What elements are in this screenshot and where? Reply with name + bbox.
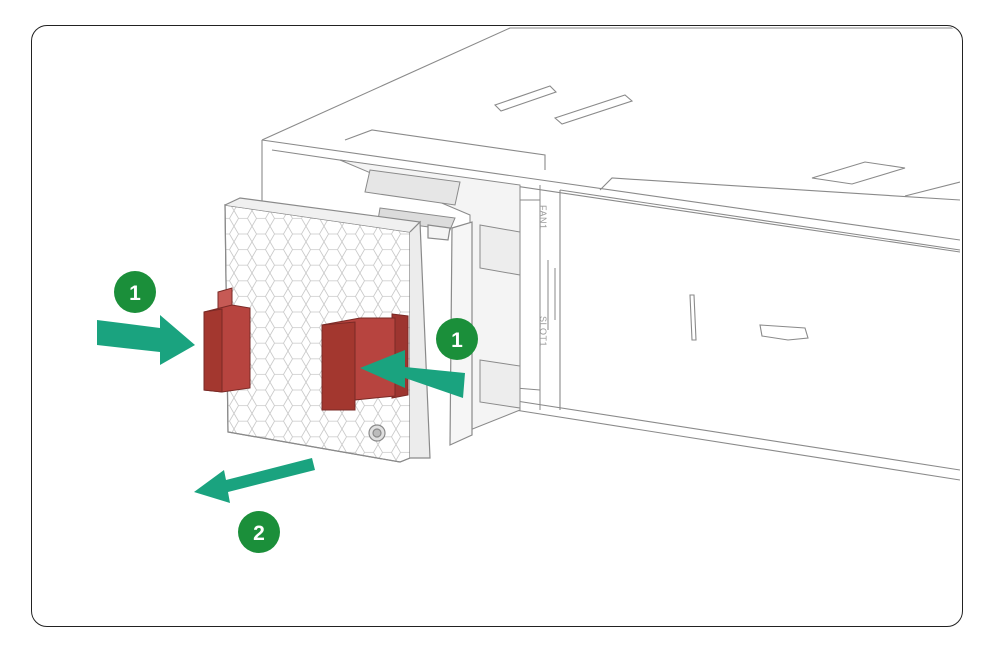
chassis (261, 27, 960, 481)
callout-right-handle: 1 (436, 318, 478, 360)
callout-pull: 2 (238, 511, 280, 553)
callout-pull-number: 2 (253, 522, 265, 545)
pull-arrow (194, 458, 315, 503)
callout-right-handle-number: 1 (451, 329, 463, 352)
push-arrow-left (97, 315, 195, 365)
slot-number-label: SLOT1 (538, 316, 548, 347)
fan-tray-body (339, 159, 521, 431)
callout-left-handle: 1 (114, 271, 156, 313)
push-arrow-right (360, 350, 465, 398)
callout-left-handle-number: 1 (129, 282, 141, 305)
slot-label-group: FAN1 SLOT1 (538, 205, 548, 347)
fan-slot-label: FAN1 (538, 205, 548, 230)
left-release-handle (203, 287, 251, 393)
